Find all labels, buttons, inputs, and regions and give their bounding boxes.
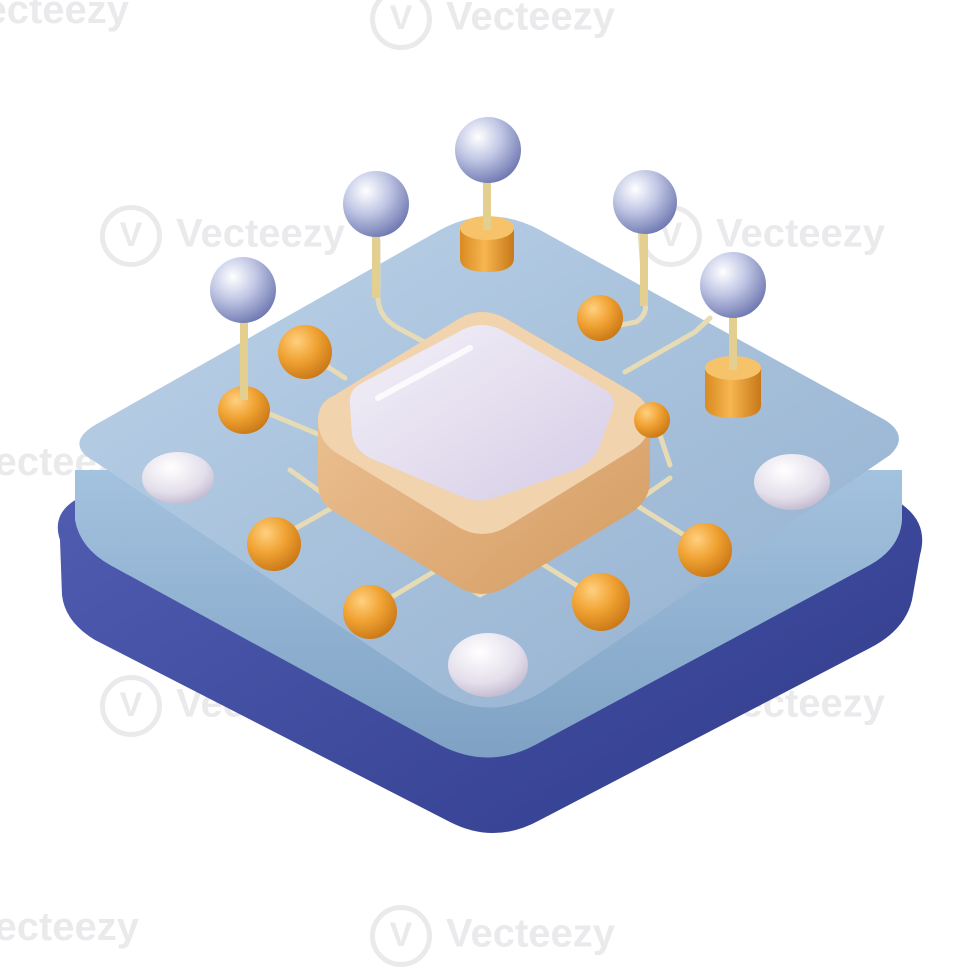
node-silver <box>343 171 409 237</box>
node-silver <box>613 170 677 234</box>
node-silver <box>700 252 766 318</box>
pad-left <box>142 452 214 504</box>
antenna-posts <box>210 117 766 434</box>
processor-chip <box>318 312 650 594</box>
antenna-upper-right <box>613 170 677 306</box>
node-silver <box>455 117 521 183</box>
node-orange <box>634 402 670 438</box>
pad-bottom <box>448 633 528 697</box>
orange-nodes <box>247 295 732 639</box>
pearl-pads <box>142 452 830 697</box>
node-orange <box>343 585 397 639</box>
antenna-upper-left <box>343 171 409 298</box>
antenna-top <box>455 117 521 272</box>
node-orange <box>247 517 301 571</box>
node-silver <box>210 257 276 323</box>
node-orange <box>278 325 332 379</box>
node-orange <box>678 523 732 577</box>
node-orange <box>572 573 630 631</box>
antenna-left <box>210 257 276 434</box>
pad-right <box>754 454 830 510</box>
antenna-right <box>700 252 766 418</box>
node-orange <box>577 295 623 341</box>
